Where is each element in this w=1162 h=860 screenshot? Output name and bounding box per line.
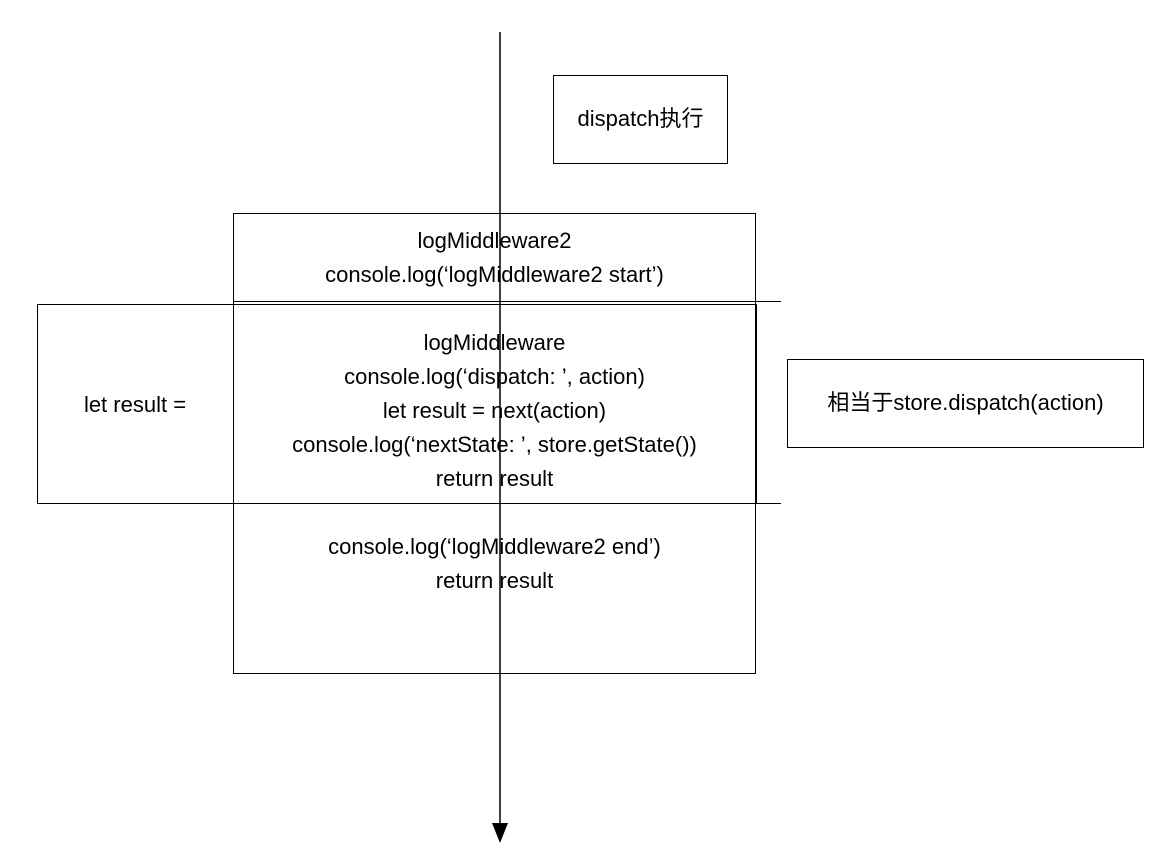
middleware-title: logMiddleware	[423, 330, 566, 355]
middleware2-start-log: console.log(‘logMiddleware2 start’)	[325, 262, 664, 287]
dispatch-label: dispatch执行	[577, 106, 704, 131]
middleware2-title: logMiddleware2	[417, 228, 572, 253]
middleware2-end-log: console.log(‘logMiddleware2 end’)	[328, 534, 661, 559]
next-action-line: let result = next(action)	[382, 398, 607, 423]
outer-return-result: return result	[435, 568, 554, 593]
middleware2-bottom-text: console.log(‘logMiddleware2 end’) return…	[233, 530, 756, 598]
flow-arrow-head	[492, 823, 508, 843]
equivalent-box	[787, 359, 1144, 448]
dispatch-box	[553, 75, 728, 164]
equivalent-label: 相当于store.dispatch(action)	[827, 390, 1104, 415]
middleware2-box	[233, 213, 756, 674]
bottom-separator-line	[37, 503, 781, 504]
next-state-log: console.log(‘nextState: ’, store.getStat…	[292, 432, 697, 457]
middleware2-top-text: logMiddleware2 console.log(‘logMiddlewar…	[233, 224, 756, 292]
let-result-label: let result =	[83, 392, 187, 417]
middleware-inner-text: logMiddleware console.log(‘dispatch: ’, …	[233, 326, 756, 496]
top-separator-line	[233, 301, 781, 302]
inner-return-result: return result	[435, 466, 554, 491]
dispatch-log: console.log(‘dispatch: ’, action)	[344, 364, 645, 389]
